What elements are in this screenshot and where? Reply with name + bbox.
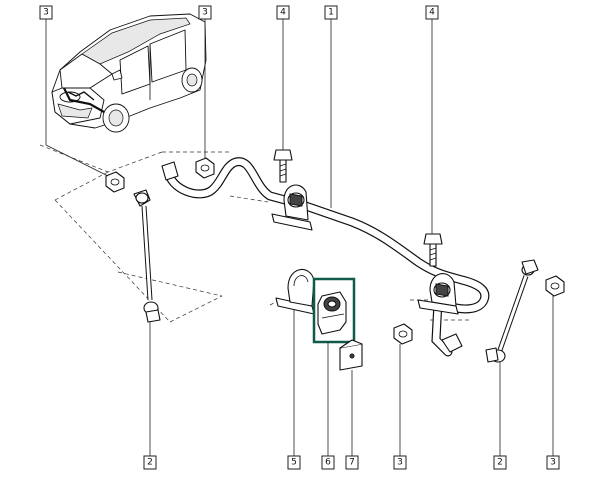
callout-number: 2: [497, 458, 503, 468]
callout-number: 3: [43, 8, 49, 18]
callout-bottom-bracket: 7: [345, 455, 359, 470]
callout-bottom-nut: 3: [393, 455, 407, 470]
callout-number: 3: [397, 458, 403, 468]
nut-top-mid: [195, 157, 215, 179]
leader-lines: [45, 19, 554, 456]
callout-top-mid: 3: [198, 5, 212, 20]
callout-bottom-link-right: 2: [493, 455, 507, 470]
car-illustration: [51, 13, 207, 133]
bar-mount-clamp-right: [417, 273, 459, 315]
callout-number: 6: [325, 458, 331, 468]
callout-number: 3: [550, 458, 556, 468]
callout-bottom-clamp: 5: [287, 455, 301, 470]
bar-mount-clamp-left: [271, 184, 313, 231]
bushing-part: [317, 291, 347, 335]
bolt-right: [423, 233, 443, 267]
callout-top-bolt-left: 4: [276, 5, 290, 20]
callout-top-bolt-right: 4: [425, 5, 439, 20]
anti-roll-bar: [161, 157, 490, 357]
callout-bottom-right: 3: [546, 455, 560, 470]
callout-number: 7: [349, 458, 355, 468]
callout-top-left: 3: [39, 5, 53, 20]
bracket-part: [339, 339, 363, 371]
nut-top-left: [105, 171, 125, 193]
callout-number: 2: [147, 458, 153, 468]
callout-number: 3: [202, 8, 208, 18]
highlight-box: [312, 277, 356, 344]
nut-bottom: [393, 323, 413, 345]
callout-number: 5: [291, 458, 297, 468]
nut-right: [545, 275, 565, 297]
callout-bottom-bushing: 6: [321, 455, 335, 470]
callout-number: 4: [429, 8, 435, 18]
callout-top-bar: 1: [324, 5, 338, 20]
callout-bottom-link-left: 2: [143, 455, 157, 470]
link-rod-right: [485, 259, 539, 363]
clamp-part: [275, 269, 315, 315]
callout-number: 4: [280, 8, 286, 18]
callout-number: 1: [328, 8, 334, 18]
bolt-left: [273, 149, 293, 183]
link-rod-left: [133, 189, 161, 323]
